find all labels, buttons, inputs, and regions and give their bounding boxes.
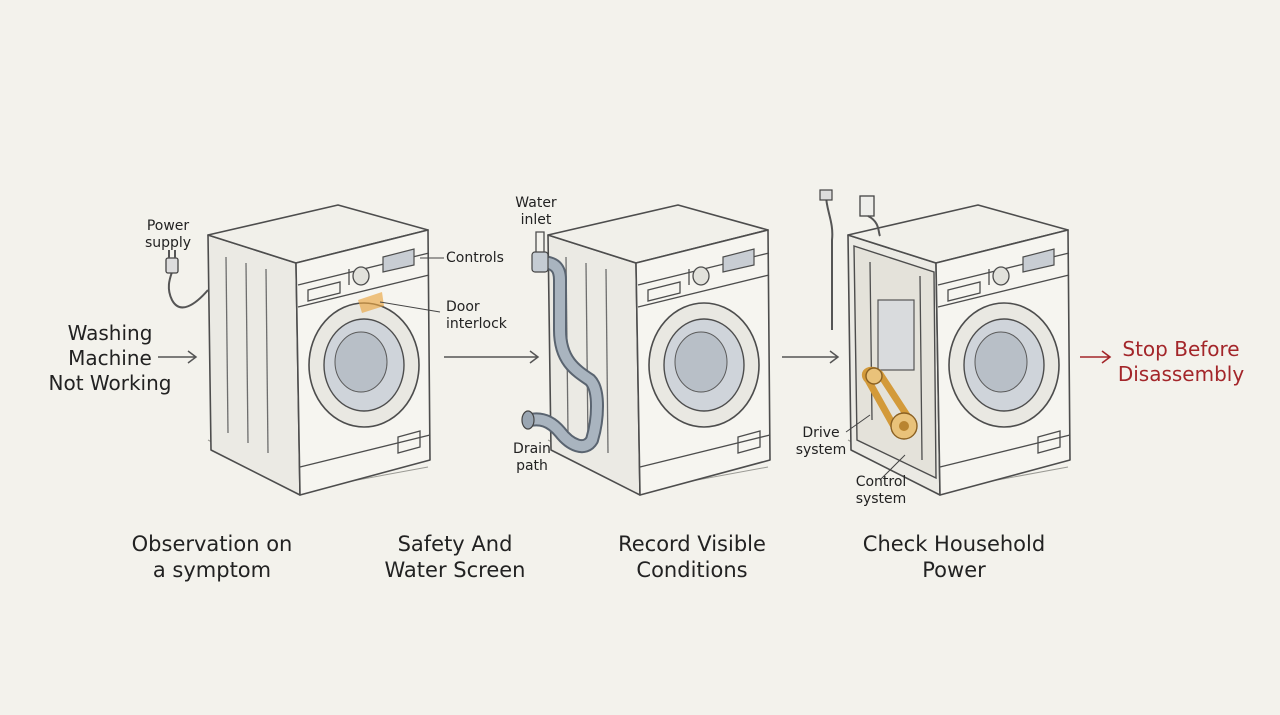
callout-line: system bbox=[855, 491, 907, 507]
wall-outlet-icon bbox=[819, 189, 881, 330]
drive-belt-icon bbox=[861, 366, 918, 440]
washer-3 bbox=[847, 204, 1071, 496]
flow-arrow-3 bbox=[782, 350, 840, 364]
callout-control-system: Control system bbox=[850, 474, 912, 508]
flow-arrow-1 bbox=[158, 350, 198, 364]
callout-power-supply: Power supply bbox=[138, 218, 198, 252]
callout-line: Door bbox=[446, 299, 480, 315]
step-caption-line: Safety And bbox=[397, 532, 513, 556]
callout-line: path bbox=[516, 458, 548, 474]
callout-controls: Controls bbox=[446, 250, 504, 267]
callout-line: Controls bbox=[446, 250, 504, 266]
step-caption-2: Safety And Water Screen bbox=[355, 531, 555, 583]
step-caption-line: Observation on bbox=[131, 532, 293, 556]
step-caption-4: Check Household Power bbox=[844, 531, 1064, 583]
callout-line: system bbox=[795, 442, 847, 458]
step-caption-line: a symptom bbox=[152, 558, 272, 582]
start-label-line: Machine bbox=[68, 346, 152, 370]
stop-label-line: Disassembly bbox=[1117, 362, 1245, 386]
callout-drain-path: Drain path bbox=[504, 441, 560, 475]
callout-line: Drive bbox=[802, 425, 840, 441]
callout-door-interlock: Door interlock bbox=[446, 299, 507, 333]
callout-line: Water bbox=[515, 195, 557, 211]
step-caption-line: Record Visible bbox=[618, 532, 766, 556]
hose-icon bbox=[521, 231, 604, 454]
callout-line: Drain bbox=[513, 441, 551, 457]
flow-arrow-4 bbox=[1080, 350, 1112, 364]
power-plug-icon bbox=[165, 250, 209, 309]
step-caption-1: Observation on a symptom bbox=[112, 531, 312, 583]
step-caption-line: Check Household bbox=[862, 532, 1046, 556]
start-label: Washing Machine Not Working bbox=[22, 321, 198, 396]
start-label-line: Washing bbox=[67, 321, 153, 345]
callout-water-inlet: Water inlet bbox=[508, 195, 564, 229]
start-label-line: Not Working bbox=[48, 371, 172, 395]
stop-label: Stop Before Disassembly bbox=[1108, 337, 1254, 387]
callout-line: Control bbox=[855, 474, 907, 490]
callout-line: Power bbox=[146, 218, 190, 234]
callout-line: interlock bbox=[446, 316, 507, 332]
step-caption-line: Power bbox=[922, 558, 986, 582]
callout-line: supply bbox=[144, 235, 192, 251]
step-caption-line: Conditions bbox=[636, 558, 748, 582]
step-caption-line: Water Screen bbox=[384, 558, 526, 582]
step-caption-3: Record Visible Conditions bbox=[592, 531, 792, 583]
stop-label-line: Stop Before bbox=[1122, 337, 1240, 361]
washer-1 bbox=[207, 204, 431, 496]
callout-line: inlet bbox=[520, 212, 552, 228]
flow-arrow-2 bbox=[444, 350, 540, 364]
callout-drive-system: Drive system bbox=[792, 425, 850, 459]
